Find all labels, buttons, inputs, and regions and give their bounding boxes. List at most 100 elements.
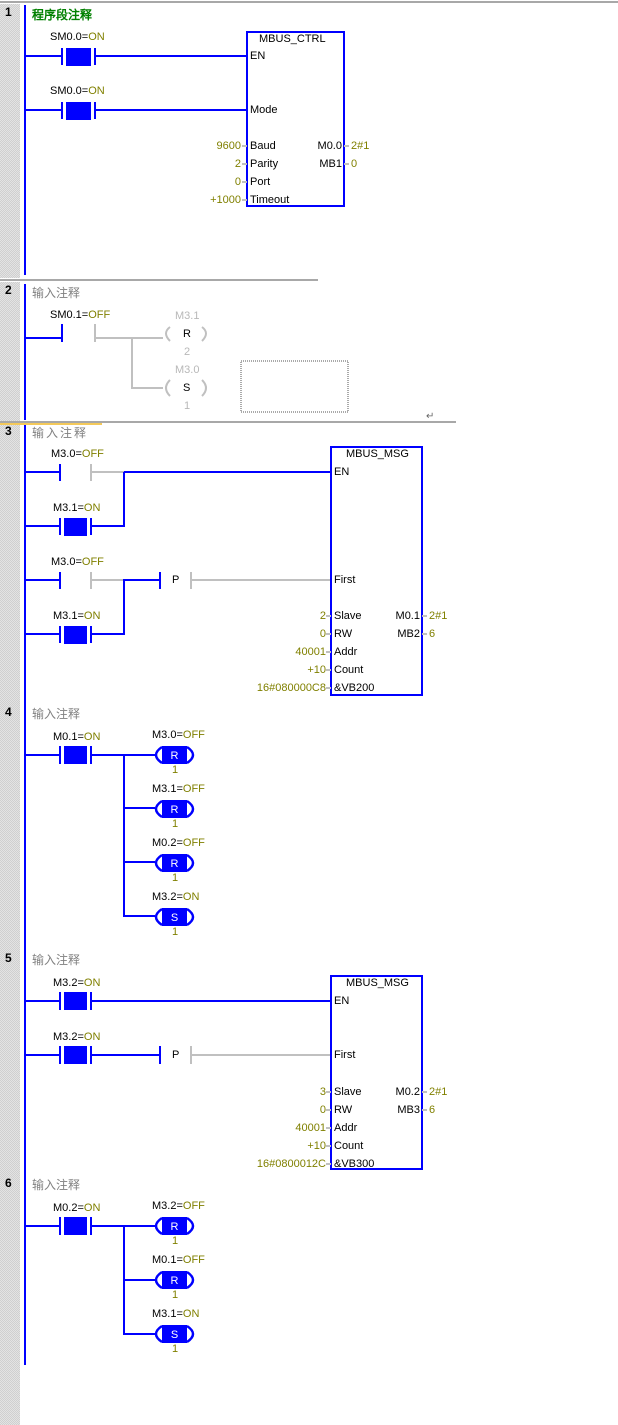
contact-label: M3.2=ON — [53, 1031, 101, 1043]
value-timeout: +1000 — [210, 194, 241, 206]
contact-no-on[interactable] — [25, 746, 155, 917]
contact-label: M0.2=ON — [53, 1202, 101, 1214]
coil-label: M3.1=OFF — [152, 783, 205, 795]
reset-coil[interactable]: R — [154, 1270, 195, 1290]
network-comment[interactable]: 程序段注释 — [32, 8, 93, 22]
ladder-graphics: R R R S — [24, 5, 427, 1365]
contact-label: M3.1=ON — [53, 610, 101, 622]
contact-no-on[interactable] — [25, 992, 331, 1010]
reset-coil[interactable]: R — [154, 853, 195, 873]
coil-label: M0.2=OFF — [152, 837, 205, 849]
coil-type: R — [171, 750, 179, 762]
coil-count: 1 — [172, 818, 179, 830]
set-coil-off[interactable] — [165, 379, 207, 397]
contact-no-on[interactable] — [25, 472, 125, 536]
value-baud: 9600 — [216, 140, 241, 152]
coil-type: S — [183, 382, 191, 394]
network-comment[interactable]: 输入注释 — [32, 953, 81, 967]
pin-en: EN — [334, 995, 350, 1007]
network-comment[interactable]: 输入注释 — [32, 707, 81, 721]
contact-label: M0.1=ON — [53, 731, 101, 743]
coil-type: R — [171, 858, 179, 870]
contact-no-off[interactable] — [25, 572, 124, 589]
output-error-address: MB3 — [397, 1104, 420, 1116]
network-gutter-2[interactable] — [0, 282, 20, 422]
network-separator — [0, 1, 618, 3]
pin-count: Count — [334, 1140, 364, 1152]
network-number: 1 — [5, 5, 12, 19]
coil-count: 1 — [172, 764, 179, 776]
pin-mode: Mode — [250, 104, 278, 116]
pin-slave: Slave — [334, 610, 362, 622]
output-error-value: 6 — [429, 1104, 436, 1116]
coil-address: M3.0 — [175, 364, 200, 376]
network-gutter-3[interactable] — [0, 425, 20, 1425]
pin-addr: Addr — [334, 646, 358, 658]
pin-first: First — [334, 1049, 356, 1061]
coil-count: 2 — [184, 346, 191, 358]
function-box-mbus-msg[interactable] — [330, 446, 423, 696]
contact-label: M3.0=OFF — [51, 448, 104, 460]
contact-label: M3.2=ON — [53, 977, 101, 989]
value-addr: 40001 — [295, 646, 326, 658]
positive-edge-contact[interactable] — [159, 1046, 331, 1064]
contact-no-on[interactable] — [25, 579, 160, 644]
function-box-mbus-ctrl[interactable] — [246, 31, 345, 207]
function-box-mbus-msg[interactable] — [330, 975, 423, 1170]
positive-edge-contact[interactable] — [159, 572, 331, 589]
reset-coil[interactable]: R — [154, 1216, 195, 1236]
pin-en: EN — [334, 466, 350, 478]
pin-dataptr: &VB300 — [334, 1158, 375, 1170]
contact-no-on[interactable] — [25, 1217, 155, 1335]
network-comment[interactable]: 输入注释 — [32, 286, 81, 300]
network-comment[interactable]: 输入注释 — [32, 1178, 81, 1192]
selection-box[interactable] — [240, 360, 349, 413]
coil-type: R — [171, 1221, 179, 1233]
pin-stubs — [326, 615, 427, 689]
pin-rw: RW — [334, 1104, 353, 1116]
pin-timeout: Timeout — [250, 194, 290, 206]
value-dataptr: 16#080000C8 — [256, 682, 326, 694]
output-error-value: 6 — [429, 628, 436, 640]
pin-parity: Parity — [250, 158, 279, 170]
output-error-address: MB2 — [397, 628, 420, 640]
coil-label: M3.1=ON — [152, 1308, 200, 1320]
pin-addr: Addr — [334, 1122, 358, 1134]
coil-label: M3.2=ON — [152, 891, 200, 903]
set-coil[interactable]: S — [154, 907, 195, 927]
contact-label: SM0.0=ON — [50, 31, 105, 43]
contact-label: M3.0=OFF — [51, 556, 104, 568]
value-count: +10 — [307, 1140, 326, 1152]
contact-no-on[interactable] — [25, 102, 246, 120]
pin-first: First — [334, 574, 356, 586]
reset-coil[interactable]: R — [154, 799, 195, 819]
reset-coil-off[interactable] — [165, 326, 207, 342]
set-coil[interactable]: S — [154, 1324, 195, 1344]
coil-count: 1 — [172, 926, 179, 938]
contact-label: SM0.1=OFF — [50, 309, 111, 321]
coil-count: 1 — [172, 1235, 179, 1247]
output-done-address: M0.2 — [395, 1086, 420, 1098]
pin-rw: RW — [334, 628, 353, 640]
coil-address: M3.1 — [175, 310, 200, 322]
network-comment[interactable]: 输入注释 — [32, 426, 89, 440]
coil-type: S — [171, 912, 178, 924]
coil-type: R — [171, 1275, 179, 1287]
pin-baud: Baud — [250, 140, 276, 152]
value-parity: 2 — [234, 158, 241, 170]
contact-label: SM0.0=ON — [50, 85, 105, 97]
network-gutter-1[interactable] — [0, 4, 20, 278]
output-done-value: 2#1 — [351, 140, 370, 152]
network-number: 3 — [5, 424, 12, 438]
contact-no-off[interactable] — [25, 464, 124, 481]
pin-en: EN — [250, 50, 266, 62]
reset-coil[interactable]: R — [154, 745, 195, 765]
output-error-address: MB1 — [319, 158, 342, 170]
network-separator — [0, 421, 456, 423]
contact-no-off[interactable] — [25, 324, 163, 389]
output-done-address: M0.0 — [317, 140, 342, 152]
contact-no-on[interactable] — [25, 48, 246, 66]
contact-no-on[interactable] — [25, 1046, 160, 1064]
output-done-address: M0.1 — [395, 610, 420, 622]
